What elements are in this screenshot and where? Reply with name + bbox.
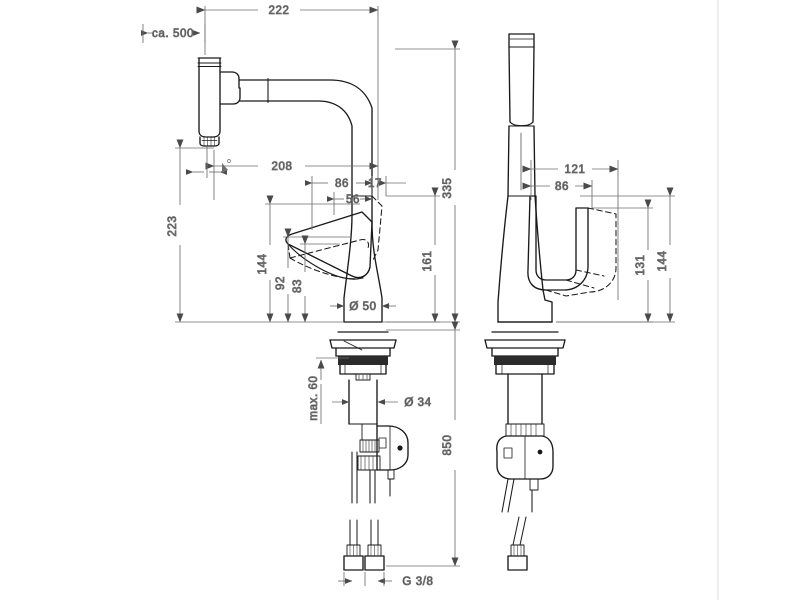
side-spray-head [508, 33, 535, 127]
spray-head-assembly [197, 57, 269, 147]
dim-ca500 [140, 24, 206, 43]
supply-hoses [351, 451, 391, 504]
dim-144-front [265, 195, 360, 323]
spout-body [267, 79, 373, 197]
dim-label-131: 131 [635, 255, 647, 276]
dim-label-335: 335 [442, 178, 454, 199]
dimension-annotations: 222 ca. 500 208 86 17 [140, 5, 675, 588]
dim-label-144-front: 144 [257, 254, 269, 275]
dim-label-diam-50: Ø 50 [349, 301, 376, 313]
dim-label-208: 208 [272, 161, 293, 173]
dim-label-ca500: ca. 500 [152, 28, 194, 40]
dim-850 [386, 321, 460, 567]
dim-label-92: 92 [275, 276, 287, 290]
dim-56 [326, 192, 373, 215]
dim-label-g38: G 3/8 [402, 576, 433, 588]
side-lever-handle [527, 195, 617, 297]
dim-86-front [304, 176, 373, 230]
dim-144-side [556, 187, 675, 323]
dim-label-max-60: max. 60 [308, 375, 320, 420]
dim-223 [175, 139, 344, 323]
dim-208 [205, 150, 379, 200]
side-view [484, 33, 617, 571]
dim-spray-axis-marker [185, 146, 231, 178]
dim-g38 [338, 572, 392, 586]
dim-label-diam-34: Ø 34 [404, 397, 431, 409]
dim-121 [522, 160, 619, 300]
dim-label-86-side: 86 [555, 181, 569, 193]
front-view [197, 57, 409, 571]
dim-label-161: 161 [422, 251, 434, 272]
dim-92 [283, 228, 350, 323]
dim-label-17: 17 [368, 178, 382, 190]
side-shank-assembly [494, 356, 556, 437]
side-hose-connector [507, 516, 528, 571]
side-supply-hoses [501, 478, 533, 513]
dim-86-side [522, 180, 593, 208]
dim-17 [378, 176, 406, 196]
dim-label-223: 223 [167, 216, 179, 237]
dim-83 [300, 235, 340, 323]
dim-max-60 [316, 357, 349, 424]
dim-label-121: 121 [565, 164, 586, 176]
dim-label-56: 56 [346, 194, 360, 206]
dim-161 [386, 187, 440, 323]
dim-label-144-side: 144 [657, 251, 669, 272]
dim-label-850: 850 [442, 435, 454, 456]
hose-connectors [343, 519, 385, 571]
side-diverter-block [496, 435, 554, 491]
dim-label-86-front: 86 [335, 178, 349, 190]
dim-label-222: 222 [269, 5, 290, 17]
diverter-block [357, 423, 409, 480]
dim-label-83: 83 [292, 279, 304, 293]
